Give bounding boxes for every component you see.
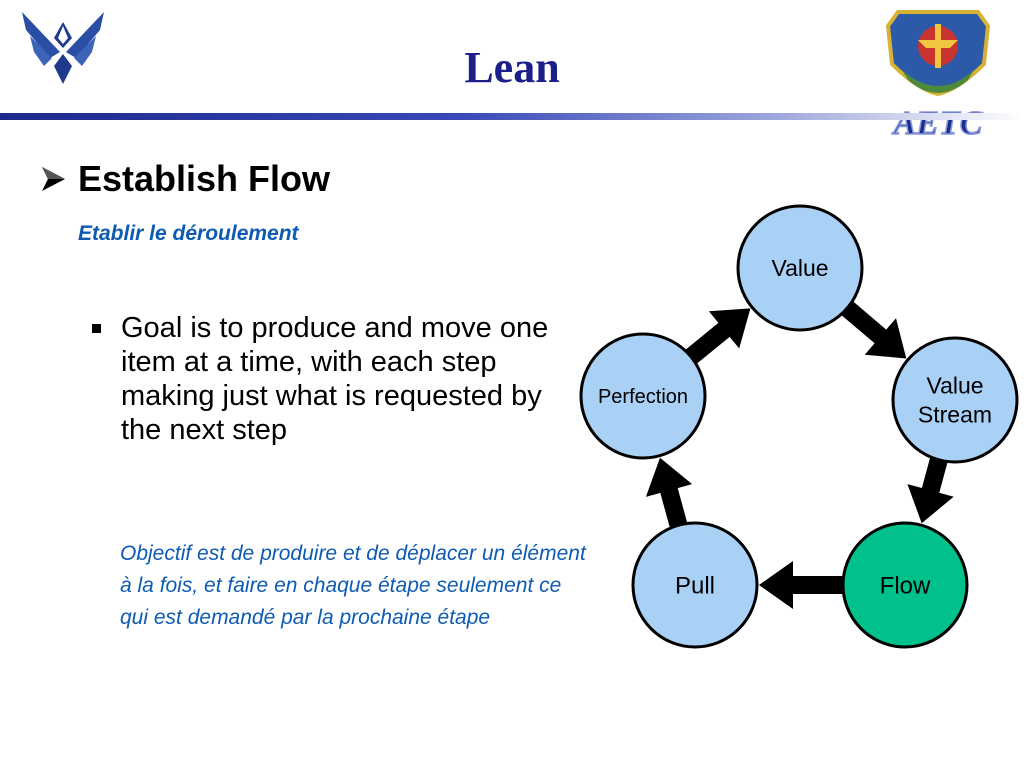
square-bullet-icon xyxy=(92,324,101,333)
arrow-perfection-to-value xyxy=(682,308,751,367)
node-circle-flow xyxy=(841,521,969,649)
arrow-pull-to-perfection xyxy=(645,457,693,532)
node-label-perfection: Perfection xyxy=(598,386,688,408)
node-circle-value xyxy=(736,204,864,332)
node-flow: Flow xyxy=(841,521,969,649)
title-divider xyxy=(0,113,1024,120)
bullet-french: Objectif est de produire et de déplacer … xyxy=(120,542,586,629)
arrow-value-stream-to-flow xyxy=(907,453,954,524)
arrow-value-to-value-stream xyxy=(838,298,907,359)
air-force-emblem-icon xyxy=(22,12,104,84)
bullet-item: Goal is to produce and move one item at … xyxy=(92,311,562,447)
node-circle-pull xyxy=(631,521,759,649)
node-label-value: Value xyxy=(771,255,828,281)
heading: Establish Flow xyxy=(38,158,330,200)
aetc-text: AETC xyxy=(892,105,983,142)
aetc-shield-icon: AETC xyxy=(885,10,991,143)
bullet-text: Goal is to produce and move one item at … xyxy=(121,312,549,446)
node-label-pull: Pull xyxy=(675,572,715,599)
heading-text: Establish Flow xyxy=(78,158,331,199)
node-label-value-stream: Stream xyxy=(918,401,992,427)
arrow-bullet-icon xyxy=(42,167,65,191)
slide-title: Lean xyxy=(464,43,560,92)
node-label-flow: Flow xyxy=(880,572,931,599)
node-label-value-stream: Value xyxy=(926,373,983,399)
node-pull: Pull xyxy=(631,521,759,649)
node-perfection: Perfection xyxy=(579,332,707,460)
node-circle-value-stream xyxy=(891,336,1019,464)
arrow-flow-to-pull xyxy=(759,561,847,609)
node-value: Value xyxy=(736,204,864,332)
heading-french: Etablir le déroulement xyxy=(78,222,299,245)
node-circle-perfection xyxy=(579,332,707,460)
